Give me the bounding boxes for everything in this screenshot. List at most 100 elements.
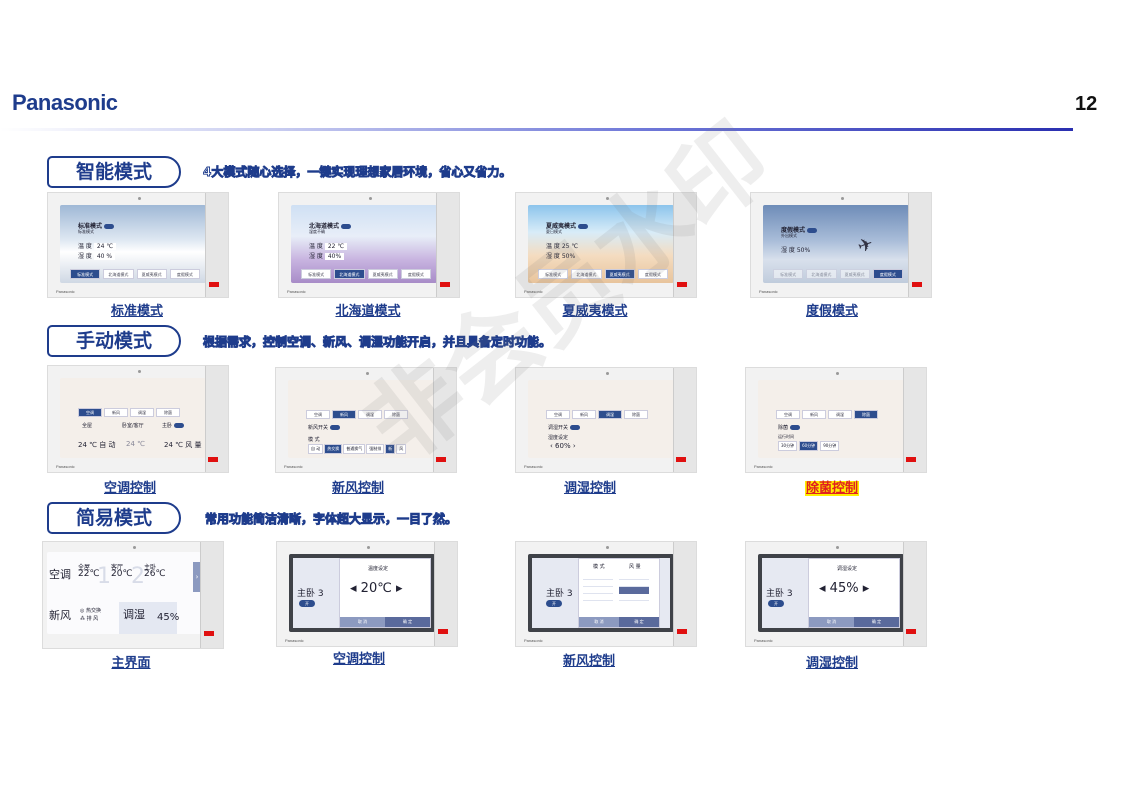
confirm-button[interactable]: 确 定	[385, 617, 430, 627]
confirm-button[interactable]: 确 定	[619, 617, 659, 627]
indicator-led	[438, 629, 448, 634]
next-page-arrow-icon[interactable]: ›	[193, 562, 201, 592]
toggle-icon[interactable]	[341, 224, 352, 229]
mode-button[interactable]: 北海道模式	[334, 269, 365, 279]
humidity-row: 湿 度 50%	[781, 247, 811, 254]
room-index: 1	[97, 564, 111, 589]
power-toggle[interactable]: 开	[768, 600, 784, 607]
mode-subtitle: 夏日模式	[546, 229, 562, 234]
mode-button[interactable]: 夏威夷模式	[604, 269, 635, 279]
mode-button[interactable]: 标准模式	[70, 269, 101, 279]
toggle-icon[interactable]	[104, 224, 115, 229]
caption-hawaii-mode: 夏威夷模式	[562, 304, 628, 319]
cancel-button[interactable]: 取 消	[340, 617, 385, 627]
mode-button[interactable]: 夏威夷模式	[367, 269, 398, 279]
screenshot-hokkaido-mode: 北海道模式 湿度不确 温 度 22 ℃ 湿 度 40% 标准模式 北海道模式 夏…	[278, 192, 460, 298]
humidity-label: 调湿	[123, 608, 145, 621]
tab-humidity[interactable]: 调湿	[598, 410, 622, 419]
screenshot-hawaii-mode: 夏威夷模式 夏日模式 温 度 25 ℃ 湿 度 50% 标准模式 北海道模式 夏…	[515, 192, 697, 298]
tab-humidity[interactable]: 调湿	[358, 410, 382, 419]
option-button[interactable]: 自 动	[308, 444, 324, 454]
mode-list[interactable]	[583, 573, 613, 603]
mode-button[interactable]: 度假模式	[872, 269, 903, 279]
mode-button[interactable]: 北海道模式	[103, 269, 134, 279]
mode-button[interactable]: 度假模式	[400, 269, 431, 279]
indicator-led	[906, 629, 916, 634]
tab-fresh-air[interactable]: 新风	[332, 410, 356, 419]
confirm-button[interactable]: 确 定	[854, 617, 899, 627]
mode-button[interactable]: 度假模式	[637, 269, 668, 279]
mode-row: 模 式	[308, 437, 320, 443]
setting-row: 湿度设定	[548, 435, 569, 441]
toggle-icon[interactable]	[807, 228, 818, 233]
fan-list[interactable]	[619, 573, 649, 603]
mode-button[interactable]: 标准模式	[538, 269, 569, 279]
airplane-icon: ✈	[854, 233, 877, 258]
mode-title: 标准模式	[78, 221, 115, 230]
tab-ac[interactable]: 空调	[776, 410, 800, 419]
room-index: 2	[131, 564, 145, 589]
mode-button[interactable]: 标准模式	[301, 269, 332, 279]
mode-button[interactable]: 北海道模式	[571, 269, 602, 279]
option-button[interactable]: 热交换	[324, 444, 343, 454]
mode-button[interactable]: 度假模式	[169, 269, 200, 279]
tab-fresh-air[interactable]: 新风	[572, 410, 596, 419]
caption-simple-humidity: 调湿控制	[805, 656, 858, 671]
humidity-row: 湿 度 40 %	[78, 251, 116, 260]
mode-button[interactable]: 北海道模式	[806, 269, 837, 279]
option-button[interactable]: 90分钟	[820, 441, 840, 451]
page-number: 12	[1075, 93, 1098, 115]
caption-hokkaido-mode: 北海道模式	[335, 304, 401, 319]
screenshot-fresh-air-control: 空调 新风 调湿 除菌 新风开关 模 式 自 动 热交换 普通换气 强制排 新 …	[275, 367, 457, 473]
screenshot-simple-ac: 主卧 3 开 温度设定 ◂ 20℃ ▸ 取 消 确 定 Panasonic	[276, 541, 458, 647]
temp-row: 温 度 25 ℃	[546, 243, 579, 250]
humidity-tile[interactable]: 调湿 45%	[119, 602, 179, 634]
device-logo: Panasonic	[754, 464, 773, 469]
mode-button[interactable]: 夏威夷模式	[839, 269, 870, 279]
tab-fresh-air[interactable]: 新风	[104, 408, 128, 417]
cancel-button[interactable]: 取 消	[809, 617, 854, 627]
power-toggle[interactable]: 开	[299, 600, 315, 607]
setting-row: 运行时间	[778, 434, 794, 439]
option-button[interactable]: 30分钟	[778, 441, 798, 451]
tab-ac[interactable]: 空调	[78, 408, 102, 417]
room-name: 主卧 3	[766, 589, 793, 599]
tab-sterilize[interactable]: 除菌	[854, 410, 878, 419]
caption-standard-mode: 标准模式	[110, 304, 163, 319]
device-logo: Panasonic	[754, 638, 773, 643]
mode-subtitle: 标准模式	[78, 229, 94, 234]
power-toggle[interactable]: 开	[546, 600, 562, 607]
option-button[interactable]: 强制排	[366, 444, 385, 454]
caption-sterilize-wrap: 除菌控制	[805, 477, 860, 496]
tab-sterilize[interactable]: 除菌	[624, 410, 648, 419]
fresh-air-label: 新风	[49, 609, 71, 622]
switch-row: 除菌	[778, 424, 800, 431]
mode-button[interactable]: 夏威夷模式	[136, 269, 167, 279]
toggle-icon[interactable]	[578, 224, 589, 229]
option-button[interactable]: 风	[396, 444, 407, 454]
tab-ac[interactable]: 空调	[546, 410, 570, 419]
section-desc-manual: 根据需求，控制空调、新风、调湿功能开启，并且具备定时功能。	[203, 335, 552, 350]
screenshot-humidity-control: 空调 新风 调湿 除菌 调湿开关 湿度设定 ‹ 60% › Panasonic	[515, 367, 697, 473]
mode-subtitle: 湿度不确	[309, 229, 325, 234]
tab-sterilize[interactable]: 除菌	[156, 408, 180, 417]
option-button[interactable]: 60分钟	[799, 441, 819, 451]
option-button[interactable]: 新	[385, 444, 396, 454]
tab-ac[interactable]: 空调	[306, 410, 330, 419]
mode-button[interactable]: 标准模式	[773, 269, 804, 279]
zone-label: 全屋	[82, 423, 93, 429]
tab-humidity[interactable]: 调湿	[828, 410, 852, 419]
tab-sterilize[interactable]: 除菌	[384, 410, 408, 419]
cancel-button[interactable]: 取 消	[579, 617, 619, 627]
option-button[interactable]: 普通换气	[343, 444, 366, 454]
screenshot-vacation-mode: 度假模式 外出模式 湿 度 50% ✈ 标准模式 北海道模式 夏威夷模式 度假模…	[750, 192, 932, 298]
room-name: 主卧 3	[546, 589, 573, 599]
tab-fresh-air[interactable]: 新风	[802, 410, 826, 419]
screenshot-ac-control: 空调 新风 调湿 除菌 全屋 卧室/客厅 主卧 24 ℃ 自 动 24 ℃ 24…	[47, 365, 229, 473]
ac-label: 空调	[49, 568, 71, 581]
tab-humidity[interactable]: 调湿	[130, 408, 154, 417]
mode-subtitle: 外出模式	[781, 233, 797, 238]
